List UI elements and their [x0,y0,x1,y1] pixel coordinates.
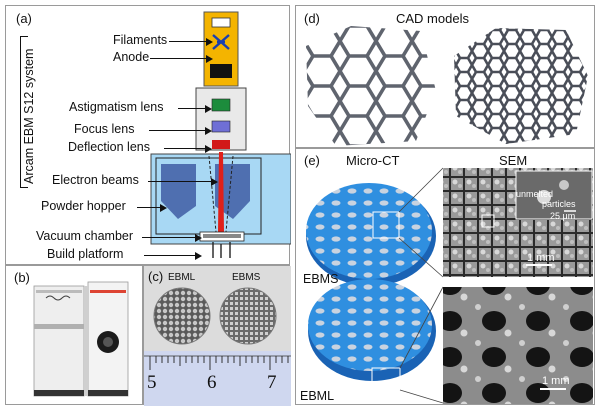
platform-arrow [144,250,202,262]
deflection-arrow [164,143,212,155]
ruler-number-5: 5 [147,372,157,393]
focus-arrow [149,125,212,137]
system-bracket [20,36,28,188]
inset-scale-label: 25 μm [550,211,576,221]
ebms-ct-render [306,183,432,279]
panel-c-tag: (c) [148,269,164,284]
panel-a-tag: (a) [16,11,32,26]
anode-label: Anode [113,50,150,64]
cad-models-title: CAD models [396,11,469,26]
electron-beam [218,152,224,232]
scale-top-label: 1 mm [527,252,555,264]
astigmatism-arrow [178,103,212,115]
deflection-lens [212,140,230,149]
focus-label: Focus lens [74,122,135,136]
panel-e-tag: (e) [304,153,320,168]
vacuum-label: Vacuum chamber [36,229,134,243]
hopper-arrow [137,202,167,214]
hopper-label: Powder hopper [41,199,126,213]
anode-arrow [150,53,213,65]
astigmatism-label: Astigmatism lens [69,100,164,114]
ebml-label: EBML [300,389,335,403]
panel-d-tag: (d) [304,11,320,26]
unmelted-label: unmelted [516,189,554,199]
ebms-sample-label: EBMS [232,272,261,283]
samples-photo [144,266,291,406]
micro-ct-sem-images [306,167,593,404]
ebml-sem-image [443,287,593,404]
deflection-label: Deflection lens [68,140,150,154]
panel-a: (a) Arcam EBM S12 system Filaments Anode… [5,5,291,265]
cad-lattice-render [306,26,588,146]
panel-b: (b) [5,265,143,405]
vacuum-arrow [142,232,202,244]
filament-icon [212,34,230,50]
ebm-machine-photo [33,281,129,397]
powder-hopper-left [161,164,196,219]
ebm-schematic [150,11,291,258]
ebml-sample [153,287,211,345]
ebms-label: EBMS [303,272,339,286]
micro-ct-title: Micro-CT [346,153,400,168]
ebml-sample-label: EBML [168,272,196,283]
beams-arrow [148,176,218,188]
powder-hopper-right [215,164,250,219]
astigmatism-lens [211,98,231,112]
beams-label: Electron beams [52,173,139,187]
particles-label: particles [542,199,576,209]
panel-e: (e) Micro-CT SEM [295,148,595,405]
focus-lens [211,120,231,133]
filaments-label: Filaments [113,33,168,47]
panel-b-tag: (b) [14,270,30,285]
panel-d: (d) CAD models [295,5,595,148]
ebms-sample [219,287,277,345]
filaments-arrow [169,36,213,48]
ruler-number-7: 7 [267,372,277,393]
sem-title: SEM [499,153,528,168]
scale-bottom-label: 1 mm [542,375,570,387]
platform-label: Build platform [47,247,124,261]
ebml-ct-render [308,279,432,371]
ruler-number-6: 6 [207,372,217,393]
panel-c: (c) EBML EBMS 5 6 7 [143,265,291,406]
